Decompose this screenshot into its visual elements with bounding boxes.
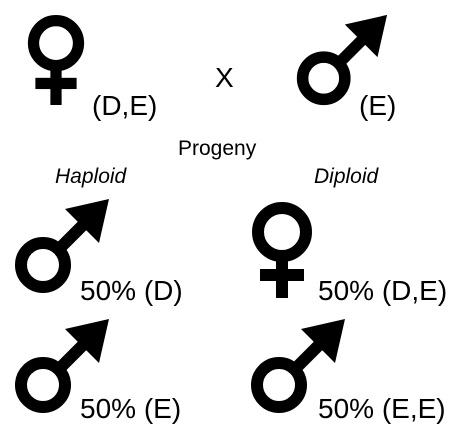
female-symbol-icon	[26, 13, 86, 107]
diploid-heading: Diploid	[314, 165, 379, 188]
female-symbol-icon	[250, 200, 314, 300]
haploid-offspring-2-label: 50% (E)	[80, 393, 182, 424]
cross-symbol: X	[215, 62, 234, 93]
diploid-offspring-2-label: 50% (E,E)	[318, 393, 446, 424]
female-parent-genotype: (D,E)	[92, 90, 158, 121]
progeny-heading: Progeny	[178, 137, 257, 160]
male-parent-genotype: (E)	[359, 90, 397, 121]
haploid-offspring-1-label: 50% (D)	[80, 275, 183, 306]
diploid-offspring-1-label: 50% (D,E)	[318, 275, 448, 306]
haploid-heading: Haploid	[55, 165, 127, 188]
